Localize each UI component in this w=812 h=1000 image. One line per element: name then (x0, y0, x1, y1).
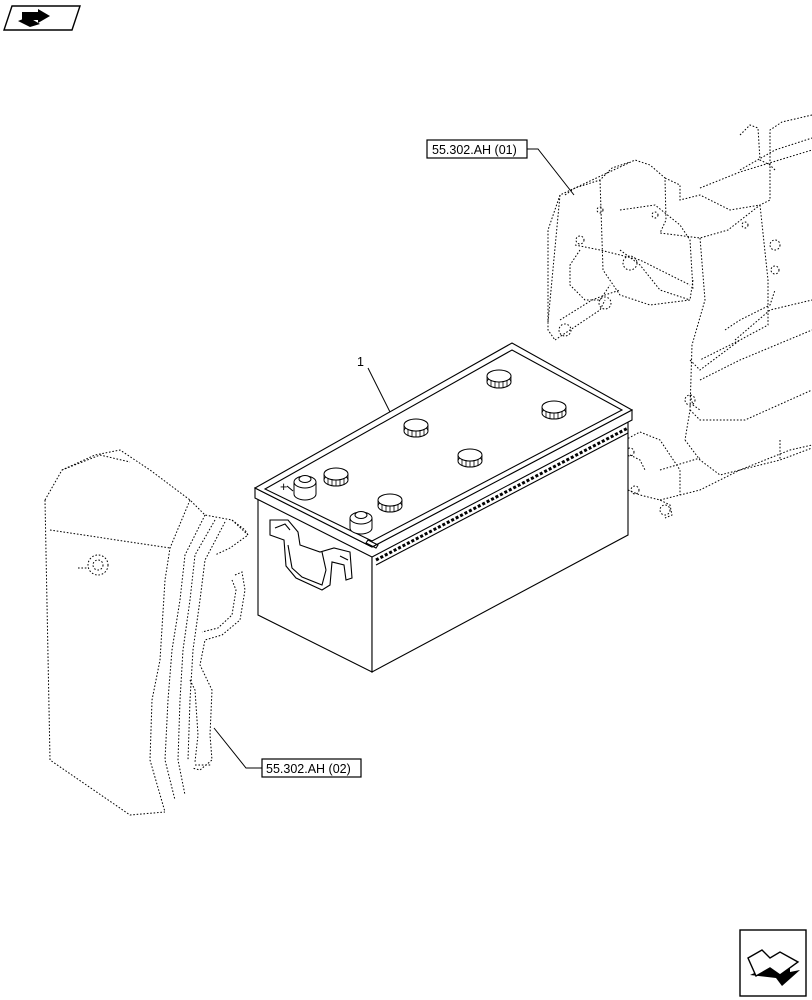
callout-item-1[interactable]: 1 (357, 355, 391, 413)
callout-cover-reference[interactable]: 55.302.AH (02) (213, 727, 362, 778)
positive-terminal (293, 475, 317, 501)
vent-cap (403, 418, 429, 438)
negative-terminal (349, 511, 373, 535)
item-number: 1 (357, 355, 364, 369)
frame-reference-label: 55.302.AH (01) (432, 143, 517, 157)
book-arrow-icon[interactable] (3, 5, 81, 31)
vent-cap (486, 369, 512, 389)
vent-cap (457, 448, 483, 468)
battery[interactable]: + (253, 342, 634, 673)
vent-cap (377, 493, 403, 513)
cover-reference-label: 55.302.AH (02) (266, 762, 351, 776)
next-page-arrow-icon[interactable] (739, 929, 807, 997)
battery-handle (269, 519, 353, 591)
frame-bracket-ghost (547, 114, 812, 519)
callout-frame-reference[interactable]: 55.302.AH (01) (426, 139, 575, 196)
battery-cover-ghost (44, 449, 249, 816)
vent-cap (541, 400, 567, 420)
polarity-label: + (280, 480, 287, 494)
vent-cap (323, 467, 349, 487)
